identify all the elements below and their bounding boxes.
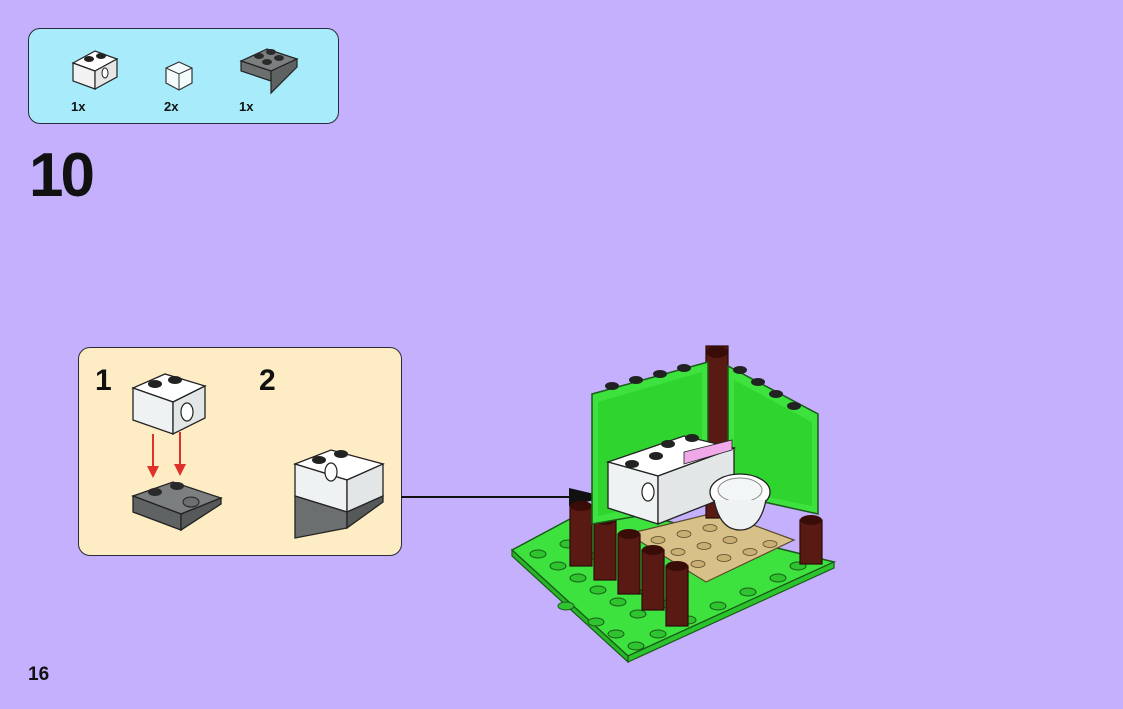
- sub-step-2-number: 2: [259, 364, 276, 397]
- white-brick-part-icon: [69, 35, 121, 91]
- part-quantity-3: 1x: [239, 99, 254, 114]
- sub-assembly-box: 1 2: [78, 347, 402, 556]
- parts-list-box: 1x 2x 1x: [28, 28, 339, 124]
- step-number: 10: [29, 141, 95, 210]
- part-quantity-2: 2x: [164, 99, 179, 114]
- red-down-arrows: [143, 432, 193, 487]
- dark-grey-slope-part-icon: [237, 39, 301, 95]
- page-number: 16: [28, 664, 50, 685]
- model-illustration: [508, 344, 838, 669]
- white-brick-illustration: [129, 362, 209, 443]
- part-quantity-1: 1x: [71, 99, 86, 114]
- transparent-round-tile-part-icon: [161, 59, 197, 93]
- grey-slope-illustration: [129, 474, 225, 547]
- combined-brick-illustration: [291, 438, 391, 547]
- sub-step-1-number: 1: [95, 364, 112, 397]
